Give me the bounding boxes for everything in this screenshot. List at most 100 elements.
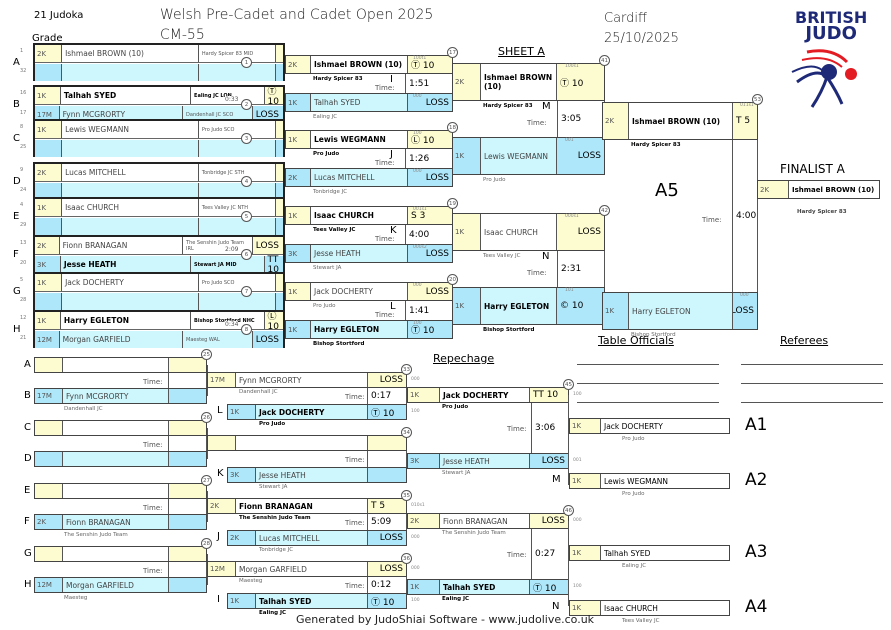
seed-number: 16 [20, 90, 27, 96]
competitor-name: Lewis WEGMANN [311, 131, 408, 148]
competitor-grade: 2K [603, 103, 629, 139]
match-number-badge: 2 [241, 99, 252, 110]
competitor-row[interactable] [35, 64, 283, 81]
competitor-club: Dandenhall JC [239, 389, 278, 395]
finalist-grade: 2K [758, 181, 789, 198]
competitor-grade: 2K [35, 515, 63, 529]
competitor-name [63, 547, 169, 561]
competitor-row[interactable] [34, 420, 207, 436]
competitor-club: Tees Valley JC [622, 618, 660, 624]
competitor-row[interactable] [35, 140, 283, 157]
competitor-score [276, 64, 283, 81]
competitor-club: Maesteg [64, 595, 88, 601]
referee-line-2[interactable] [741, 383, 883, 384]
competitor-name: Lucas MITCHELL [311, 169, 408, 186]
competitor-row[interactable] [35, 293, 283, 310]
time-label: Time: [375, 310, 395, 319]
competitor-row[interactable] [35, 183, 283, 200]
competitor-grade: 1K [408, 580, 440, 594]
pool-letter: F [24, 516, 30, 527]
score-code: 100 [573, 392, 582, 397]
competitor-name: Ishmael BROWN (10) [62, 45, 199, 62]
match-number-badge: 34 [401, 427, 412, 438]
competitor-row[interactable] [207, 435, 407, 451]
time-label: Time: [143, 378, 163, 386]
finalist-row[interactable]: 2K Ishmael BROWN (10) [757, 180, 880, 199]
contest-area: A2 [745, 470, 768, 490]
time-box [168, 373, 207, 388]
referee-line-3[interactable] [741, 402, 883, 403]
competitor-name: Harry EGLETON [481, 288, 557, 324]
match-time: 3:05 [561, 114, 582, 124]
competitor-club: Pro Judo [483, 177, 506, 183]
competitor-grade [35, 183, 63, 200]
match-number-badge: 53 [752, 94, 763, 105]
official-line-1[interactable] [577, 364, 719, 365]
competitor-score: LOSS [252, 106, 283, 123]
time-box: 4:00 [405, 225, 453, 244]
competitor-row[interactable] [34, 451, 207, 467]
competitor-row[interactable] [34, 357, 207, 373]
competitor-grade: 2K [35, 45, 63, 62]
competitor-score: Ⓛ 10 [408, 131, 452, 148]
seed-number: 8 [20, 124, 24, 130]
competitor-row[interactable] [34, 546, 207, 562]
match-number-badge: 26 [201, 412, 212, 423]
competitor-club [198, 218, 276, 235]
official-line-3[interactable] [577, 402, 719, 403]
competitor-row[interactable] [34, 483, 207, 499]
referee-line-1[interactable] [741, 364, 883, 365]
competitor-score: LOSS [408, 169, 452, 186]
official-line-2[interactable] [577, 383, 719, 384]
score-code: 011s1 [740, 103, 754, 108]
contest-letter: J [390, 149, 393, 160]
grade-label: Grade [32, 33, 63, 44]
competitor-row[interactable] [35, 218, 283, 235]
time-label: Time: [375, 83, 395, 92]
pool-letter: D [24, 453, 32, 464]
time-box: 1:51 [405, 74, 453, 93]
